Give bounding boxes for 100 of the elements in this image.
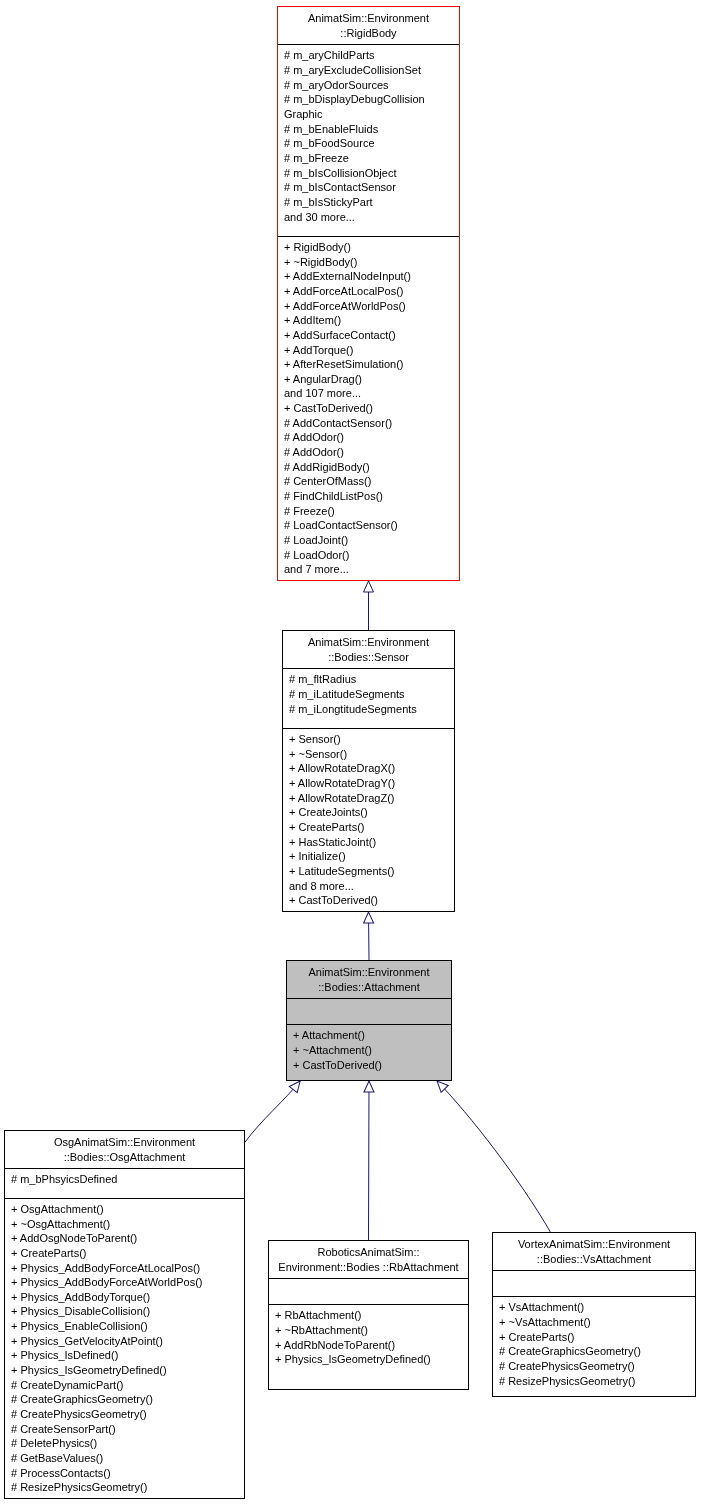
member-text: and 107 more...: [284, 386, 363, 402]
member-text: + RbAttachment(): [275, 1308, 363, 1323]
member-text: + ~VsAttachment(): [499, 1314, 592, 1330]
member-text: + Physics_IsDefined(): [11, 1348, 120, 1364]
member-text: # CreatePhysicsGeometry(): [11, 1407, 148, 1422]
inheritance-arrow: [363, 580, 374, 631]
class-name: RoboticsAnimatSim:: Environment::Bodies ::RbAttachment: [277, 1245, 460, 1275]
member-text: # CreateDynamicPart(): [11, 1377, 125, 1393]
member-text: + AddForceAtLocalPos(): [284, 283, 405, 299]
class-name: AnimatSim::Environment ::Bodies::Sensor: [306, 635, 430, 665]
member-text: + LatitudeSegments(): [289, 864, 396, 879]
class-name: AnimatSim::Environment ::RigidBody: [306, 11, 430, 41]
member-text: # m_bDisplayDebugCollision Graphic: [284, 92, 426, 122]
member-text: + ~Attachment(): [293, 1042, 373, 1058]
member-text: # AddOdor(): [284, 430, 345, 446]
member-text: # LoadContactSensor(): [284, 518, 399, 534]
member-text: + ~RigidBody(): [284, 254, 359, 270]
member-text: # m_aryExcludeCollisionSet: [284, 62, 422, 78]
inheritance-arrow: [363, 911, 375, 961]
member-text: + Physics_DisableCollision(): [11, 1304, 152, 1320]
class-name: AnimatSim::Environment ::Bodies::Attachment: [307, 965, 431, 995]
member-text: + ~Sensor(): [289, 746, 349, 762]
member-text: # CenterOfMass(): [284, 474, 373, 490]
member-text: + Initialize(): [289, 849, 347, 865]
member-text: + Physics_GetVelocityAtPoint(): [11, 1333, 164, 1349]
member-text: # ResizePhysicsGeometry(): [11, 1480, 149, 1495]
member-text: + Physics_IsGeometryDefined(): [275, 1352, 432, 1367]
member-text: + CastToDerived(): [284, 401, 374, 416]
member-text: # m_bIsStickyPart: [284, 194, 374, 210]
member-text: + AddItem(): [284, 313, 343, 328]
member-text: # FindChildListPos(): [284, 489, 385, 504]
member-text: + AfterResetSimulation(): [284, 357, 405, 372]
member-text: + AllowRotateDragX(): [289, 761, 397, 777]
member-text: + Sensor(): [289, 732, 342, 747]
inheritance-arrow: [363, 1080, 375, 1241]
member-text: + CreateParts(): [11, 1245, 88, 1261]
class-box: [492, 1232, 696, 1397]
member-text: and 7 more...: [284, 562, 350, 577]
member-text: + CastToDerived(): [293, 1057, 383, 1073]
member-text: # m_aryChildParts: [284, 48, 376, 63]
member-text: + Physics_IsGeometryDefined(): [11, 1363, 168, 1378]
member-text: # AddRigidBody(): [284, 459, 371, 475]
member-text: + CreateParts(): [499, 1329, 576, 1345]
member-text: + AddTorque(): [284, 342, 355, 358]
member-text: # CreateGraphicsGeometry(): [499, 1344, 642, 1359]
member-text: # m_bEnableFluids: [284, 121, 380, 137]
member-text: # DeletePhysics(): [11, 1436, 99, 1452]
class-name: OsgAnimatSim::Environment ::Bodies::OsgAttachment: [52, 1135, 197, 1165]
member-text: # m_fltRadius: [289, 672, 358, 687]
inheritance-arrow: [436, 1080, 551, 1233]
member-text: + AddSurfaceContact(): [284, 327, 397, 343]
member-text: # m_iLongtitudeSegments: [289, 701, 418, 717]
member-text: # m_bFoodSource: [284, 136, 376, 151]
member-text: # AddOdor(): [284, 445, 345, 460]
member-text: # Freeze(): [284, 503, 336, 519]
member-text: # AddContactSensor(): [284, 415, 394, 431]
member-text: + CreateParts(): [289, 820, 366, 835]
member-text: # CreateSensorPart(): [11, 1421, 117, 1437]
class-box: [286, 960, 452, 1081]
member-text: # m_bIsContactSensor: [284, 180, 397, 195]
member-text: + RigidBody(): [284, 239, 352, 255]
member-text: + AddForceAtWorldPos(): [284, 298, 407, 314]
member-text: + AngularDrag(): [284, 371, 363, 387]
member-text: # LoadJoint(): [284, 533, 350, 548]
member-text: # ResizePhysicsGeometry(): [499, 1373, 637, 1389]
member-text: and 8 more...: [289, 878, 355, 894]
member-text: + CastToDerived(): [289, 893, 379, 908]
member-text: + AddOsgNodeToParent(): [11, 1231, 139, 1246]
member-text: + AddRbNodeToParent(): [275, 1337, 397, 1353]
member-text: # ProcessContacts(): [11, 1465, 112, 1481]
member-text: + Physics_EnableCollision(): [11, 1319, 149, 1334]
member-text: + Physics_AddBodyTorque(): [11, 1289, 152, 1305]
member-text: + ~RbAttachment(): [275, 1322, 369, 1338]
member-text: + ~OsgAttachment(): [11, 1216, 112, 1232]
class-box: [4, 1130, 245, 1499]
inheritance-arrow: [244, 1080, 301, 1143]
member-text: + OsgAttachment(): [11, 1201, 105, 1217]
member-text: + AllowRotateDragY(): [289, 776, 397, 791]
member-text: + HasStaticJoint(): [289, 834, 378, 850]
class-box: [277, 6, 460, 581]
member-text: + AddExternalNodeInput(): [284, 269, 412, 284]
class-box: [268, 1240, 469, 1390]
member-text: # m_aryOdorSources: [284, 77, 390, 93]
member-text: # m_iLatitudeSegments: [289, 686, 406, 702]
member-text: # LoadOdor(): [284, 547, 351, 563]
member-text: + Attachment(): [293, 1028, 366, 1043]
class-name: VortexAnimatSim::Environment ::Bodies::VsAttachment: [516, 1237, 672, 1267]
class-box: [282, 630, 455, 912]
member-text: # GetBaseValues(): [11, 1451, 105, 1466]
member-text: + Physics_AddBodyForceAtLocalPos(): [11, 1260, 202, 1276]
member-text: # m_bPhsyicsDefined: [11, 1172, 119, 1187]
member-text: + VsAttachment(): [499, 1300, 586, 1315]
member-text: + AllowRotateDragZ(): [289, 790, 396, 806]
member-text: # CreatePhysicsGeometry(): [499, 1358, 636, 1374]
member-text: + CreateJoints(): [289, 805, 369, 821]
member-text: and 30 more...: [284, 209, 356, 225]
member-text: + Physics_AddBodyForceAtWorldPos(): [11, 1275, 204, 1290]
member-text: # m_bFreeze: [284, 150, 350, 166]
member-text: # CreateGraphicsGeometry(): [11, 1392, 154, 1408]
member-text: # m_bIsCollisionObject: [284, 165, 398, 181]
